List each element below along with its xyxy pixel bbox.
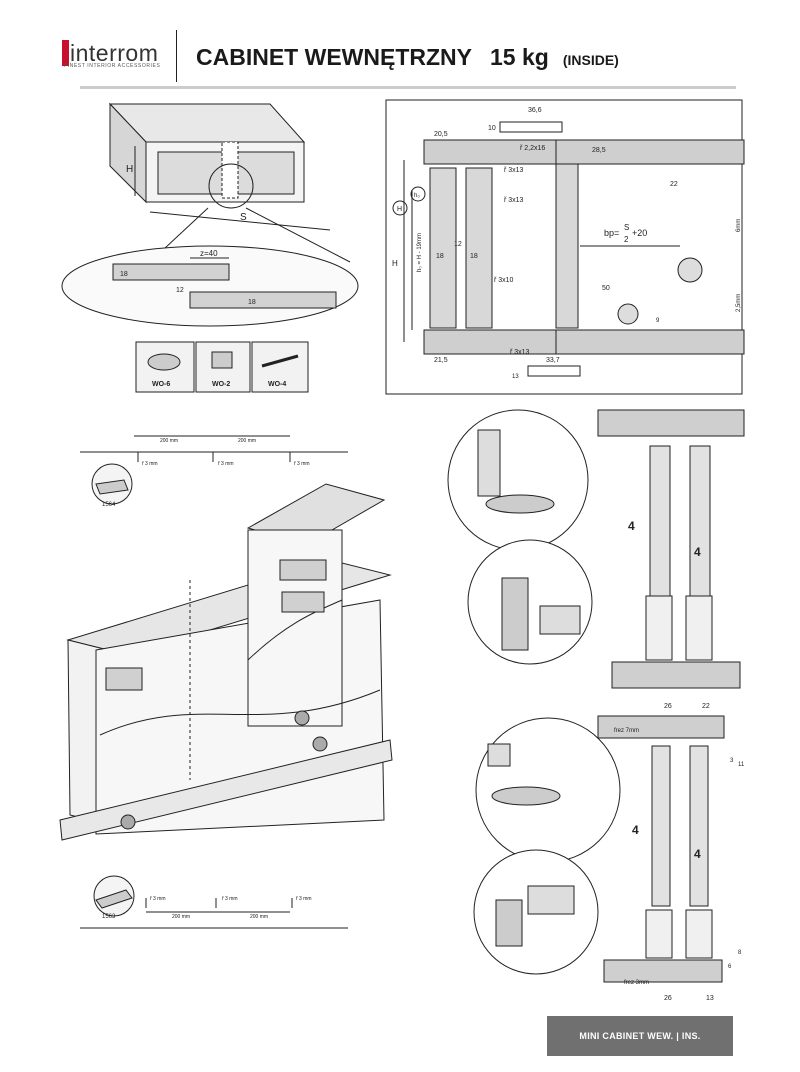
top-rail-screw-3: ř 3 mm	[294, 461, 310, 467]
dim-s: S	[240, 212, 247, 223]
top-rail-screw-1: ř 3 mm	[142, 461, 158, 467]
bp-label: bp=	[604, 228, 619, 238]
dim-h0-circle: h₀	[414, 193, 420, 199]
bottom-rail-screw-1: ř 3 mm	[150, 896, 166, 902]
bp-den: 2	[624, 235, 629, 244]
screw-e: ř 3x13	[510, 349, 530, 356]
bottom-rail-spacing-1: 200 mm	[172, 914, 190, 920]
screw-c: ř 3x13	[504, 197, 524, 204]
lower-dim-6: 6	[728, 964, 732, 970]
screw-a: ř 2,2x16	[520, 145, 545, 152]
dim-6mm: 6mm	[736, 219, 742, 232]
section-drawing	[385, 99, 745, 395]
fitting-wo4: WO-4	[268, 381, 286, 388]
bottom-rail-code: 1563	[102, 914, 116, 920]
lower-dim-26b: 26	[664, 995, 672, 1002]
dim-18a: 18	[436, 253, 444, 260]
bottom-rail-spacing-2: 200 mm	[250, 914, 268, 920]
bottom-rail-screw-2: ř 3 mm	[222, 896, 238, 902]
logo-mark	[62, 40, 69, 66]
title-load: 15 kg	[489, 44, 549, 70]
brand-logo: interrom	[70, 40, 159, 66]
page-title: CABINET WEWNĘTRZNY 15 kg (INSIDE)	[196, 44, 619, 71]
dim-205: 20,5	[434, 131, 448, 138]
lower-dim-22: 22	[702, 703, 710, 710]
upper-gap-2: 4	[694, 545, 701, 559]
screw-d: ř 3x10	[494, 277, 514, 284]
title-text: CABINET WEWNĘTRZNY	[196, 44, 472, 70]
header-divider	[176, 30, 177, 82]
fittings-boxes	[135, 341, 309, 393]
door-assembly	[59, 483, 393, 841]
detail-circles	[447, 409, 621, 975]
top-rail-code: 1564	[102, 502, 116, 508]
dim-25mm: 2,5mm	[736, 294, 742, 312]
bottom-rail-screw-3: ř 3 mm	[296, 896, 312, 902]
dim-overlap: z=40	[200, 249, 218, 258]
profile-section-upper	[597, 409, 745, 689]
title-variant: (INSIDE)	[562, 52, 619, 68]
top-rail-spacing-1: 200 mm	[160, 438, 178, 444]
lower-frez-bottom: frez 3mm	[624, 980, 649, 986]
dim-h: H	[126, 164, 133, 175]
lower-gap-1: 4	[632, 823, 639, 837]
bottom-rail	[80, 875, 348, 929]
top-rail-spacing-2: 200 mm	[238, 438, 256, 444]
bp-num: S	[624, 223, 629, 232]
dim-h-circle: H	[397, 206, 402, 213]
dim-12: 12	[454, 241, 462, 248]
lower-frez-top: frez 7mm	[614, 728, 639, 734]
fitting-wo2: WO-2	[212, 381, 230, 388]
dim-337: 33,7	[546, 357, 560, 364]
upper-gap-1: 4	[628, 519, 635, 533]
dim-50: 50	[602, 285, 610, 292]
dim-285: 28,5	[592, 147, 606, 154]
lower-dim-11: 11	[738, 762, 745, 768]
dim-panel-b: 18	[248, 299, 256, 306]
header-rule	[80, 86, 736, 89]
dim-366: 36,6	[528, 107, 542, 114]
profile-section-lower	[597, 715, 725, 983]
footer-label: MINI CABINET WEW. | INS.	[547, 1016, 733, 1056]
lower-dim-26a: 26	[664, 703, 672, 710]
screw-b: ř 3x13	[504, 167, 524, 174]
lower-dim-3: 3	[730, 758, 734, 764]
dim-gap: 12	[176, 287, 184, 294]
lower-dim-13: 13	[706, 995, 714, 1002]
top-rail-screw-2: ř 3 mm	[218, 461, 234, 467]
lower-gap-2: 4	[694, 847, 701, 861]
dim-18b: 18	[470, 253, 478, 260]
lower-dim-8: 8	[738, 950, 742, 956]
dim-h-vertical: H	[392, 259, 398, 268]
brand-tagline: FINEST INTERIOR ACCESSORIES	[64, 63, 161, 69]
dim-h0-formula: h₀ = H - 19mm	[417, 233, 423, 272]
dim-13: 13	[512, 374, 519, 380]
top-rail	[80, 435, 348, 505]
dim-22: 22	[670, 181, 678, 188]
dim-10: 10	[488, 125, 496, 132]
dim-panel-a: 18	[120, 271, 128, 278]
dim-9: 9	[656, 318, 660, 324]
fitting-wo6: WO-6	[152, 381, 170, 388]
bp-plus: +20	[632, 228, 647, 238]
dim-215: 21,5	[434, 357, 448, 364]
cabinet-isometric	[61, 102, 359, 327]
